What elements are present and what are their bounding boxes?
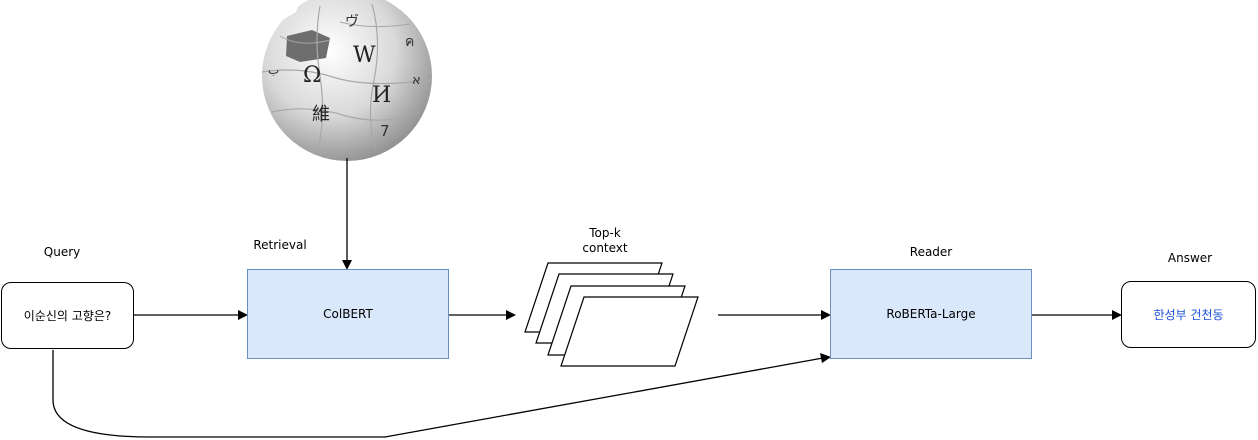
globe-i-glyph: И — [372, 83, 391, 108]
reader-label: Reader — [909, 245, 953, 259]
query-label: Query — [43, 245, 81, 259]
query-text: 이순신의 고향은? — [23, 309, 112, 323]
globe-ba-glyph: ب — [268, 63, 279, 77]
globe-omega-glyph: Ω — [303, 63, 321, 88]
query-to-retrieval-arrow — [134, 310, 248, 320]
globe-seven-glyph: 7 — [380, 122, 390, 140]
retrieval-to-context-arrow — [449, 310, 516, 320]
retrieval-model-text: ColBERT — [323, 307, 373, 321]
globe-vu-glyph: ヴ — [345, 13, 359, 30]
answer-node: 한성부 건천동 — [1121, 281, 1256, 348]
reader-to-answer-arrow — [1032, 310, 1122, 320]
retrieval-label: Retrieval — [253, 238, 307, 252]
globe-alef-glyph: א — [412, 73, 421, 88]
globe-w-glyph: W — [353, 43, 376, 68]
topk-label-line2: context — [582, 241, 628, 255]
query-node: 이순신의 고향은? — [1, 282, 134, 349]
answer-label: Answer — [1167, 251, 1213, 265]
wikipedia-globe-icon: Ω W И 維 ヴ ค א 7 ب — [261, 0, 432, 161]
globe-ka-glyph: ค — [405, 34, 414, 50]
answer-text: 한성부 건천동 — [1153, 308, 1224, 322]
context-to-reader-arrow — [718, 310, 831, 320]
topk-label-line1: Top-k — [589, 226, 621, 240]
topk-context-label: Top-k context — [565, 226, 645, 256]
reader-node: RoBERTa-Large — [830, 269, 1032, 359]
topk-context-documents-icon — [524, 262, 699, 367]
globe-to-retrieval-arrow — [342, 158, 352, 270]
retrieval-node: ColBERT — [247, 269, 449, 359]
reader-model-text: RoBERTa-Large — [886, 307, 976, 321]
globe-wei-glyph: 維 — [312, 104, 330, 125]
query-to-reader-curve-arrow — [52, 350, 831, 438]
